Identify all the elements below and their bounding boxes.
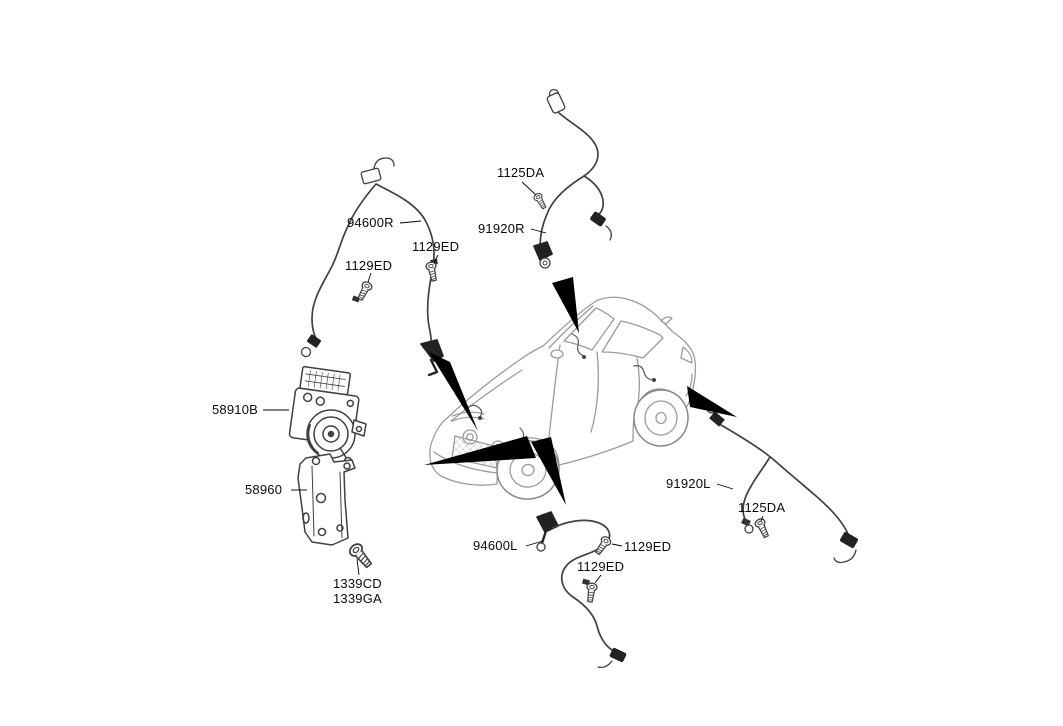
part-label-1339ga: 1339GA [333,591,382,606]
part-label-1129ed-b: 1129ED [345,258,393,273]
part-label-58910b: 58910B [212,402,259,417]
part-label-58960: 58960 [245,482,283,497]
vehicle-outline [429,296,697,500]
bolt-icon-1125da-right [753,516,772,540]
part-label-91920r: 91920R [478,221,525,236]
part-label-94600l: 94600L [473,538,518,553]
part-label-1339cd: 1339CD [333,576,382,591]
part-label-1129ed-a: 1129ED [412,239,460,254]
bolt-icon-1125da-top [532,191,549,211]
bolt-icon-1129ed-b [424,260,440,283]
callout-arrows [424,277,737,505]
bolt-icon-1339cd [346,540,376,571]
part-label-94600r: 94600R [347,215,394,230]
part-label-1129ed-c: 1129ED [624,539,672,554]
module-bracket [297,453,356,546]
abs-sensor-cable-94600L [536,511,627,669]
abs-sensor-cable-91920L [706,402,858,564]
part-label-1125da-rear-left: 1125DA [738,500,786,515]
bolt-icon-1129ed-d [584,581,599,604]
bolt-icon-1129ed-a [354,279,374,303]
part-label-1125da-rear-right: 1125DA [497,165,545,180]
leader-lines [263,181,764,584]
hydraulic-abs-module [288,365,367,466]
abs-sensor-cable-91920R [533,88,612,269]
part-label-1129ed-d: 1129ED [577,559,625,574]
bolt-icon-1129ed-c [592,534,613,557]
part-label-91920l: 91920L [666,476,711,491]
